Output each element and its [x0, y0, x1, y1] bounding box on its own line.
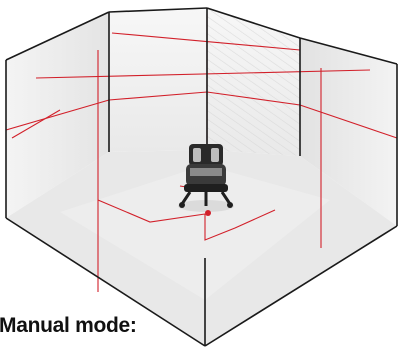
laser-plumb-dot-icon	[205, 210, 211, 216]
back-wall-hatch	[207, 8, 300, 156]
mode-caption: Manual mode:	[0, 314, 137, 338]
back-wall	[109, 8, 207, 152]
